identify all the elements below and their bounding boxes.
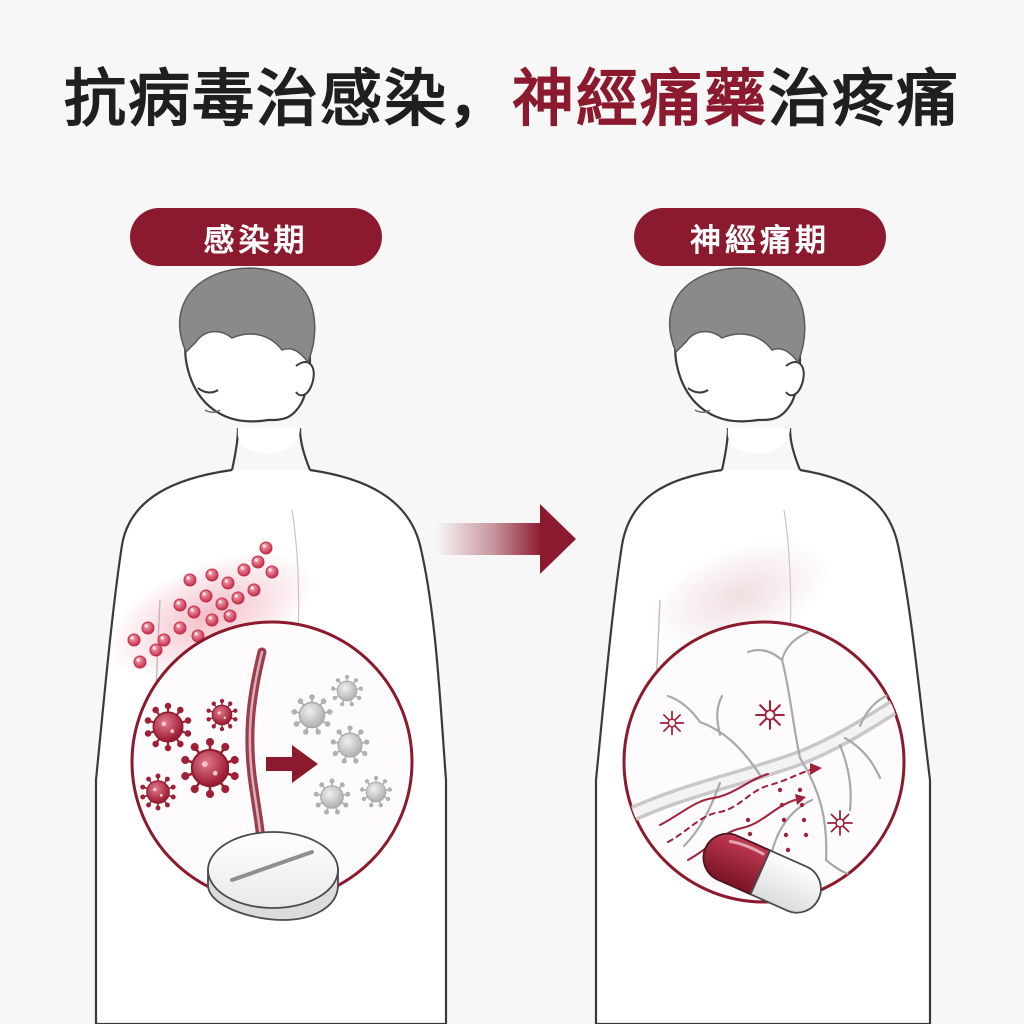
rash-blister [251, 555, 265, 569]
infection-stage-label: 感染期 [203, 222, 309, 259]
rash-blister [221, 576, 235, 590]
rash-blister [187, 605, 201, 619]
nerve-icon [624, 630, 904, 880]
nerve-pain-zoom-circle [622, 620, 906, 914]
rash-blister [237, 563, 251, 577]
neuralgia-stage-label: 神經痛期 [690, 222, 830, 259]
title-antiviral-text: 抗病毒治感染， [63, 62, 512, 135]
rash-blister [247, 583, 261, 597]
rash-blister [205, 568, 219, 582]
pain-spark-icon [827, 810, 853, 836]
nerve-pain-capsule-icon [702, 832, 822, 914]
page-title: 抗病毒治感染，神經痛藥治疼痛 [0, 68, 1024, 130]
rash-blister [173, 598, 187, 612]
rash-blister [223, 609, 237, 623]
rash-blister [173, 621, 187, 635]
rash-blister [157, 633, 171, 647]
neuralgia-stage-badge: 神經痛期 [634, 208, 886, 266]
rash-blister [259, 541, 273, 555]
title-nerve-drug-text: 神經痛藥 [511, 62, 768, 135]
rash-blister [199, 589, 213, 603]
rash-blister [205, 613, 219, 627]
pain-spark-icon [755, 700, 785, 730]
rash-blister [215, 597, 229, 611]
rash-blister [265, 565, 279, 579]
rash-blister [149, 643, 163, 657]
infection-stage-badge: 感染期 [130, 208, 382, 266]
stage-transition-arrow [436, 504, 576, 574]
rash-blister [183, 573, 197, 587]
rash-blister [133, 655, 147, 669]
block-arrow-icon [266, 745, 318, 783]
antiviral-tablet-icon [207, 831, 339, 921]
drug-signal-dots [745, 787, 809, 868]
pain-spark-icon [659, 710, 685, 736]
rash-blister [231, 591, 245, 605]
title-pain-text: 治疼痛 [768, 62, 961, 135]
antiviral-zoom-circle [130, 620, 414, 921]
rash-blister [141, 621, 155, 635]
rash-blister [127, 633, 141, 647]
